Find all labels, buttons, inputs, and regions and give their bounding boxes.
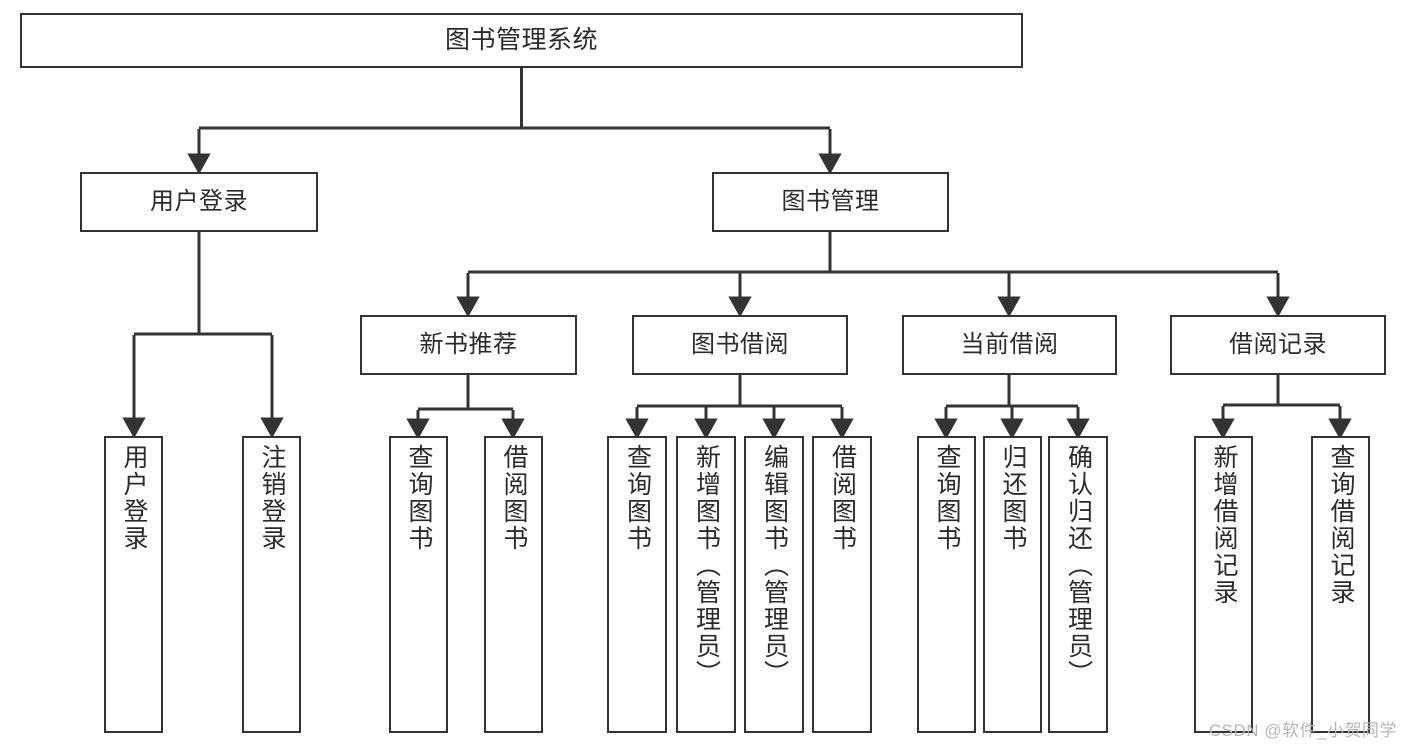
node-borrow-record-label: 借阅记录	[1229, 331, 1327, 359]
node-current-borrow[interactable]: 当前借阅	[902, 315, 1117, 375]
node-leaf-logout[interactable]: 注销登录	[242, 436, 301, 733]
node-leaf-query-book-current-label: 查询图书	[933, 444, 961, 552]
node-leaf-borrow-book[interactable]: 借阅图书	[812, 436, 872, 733]
node-leaf-return-book[interactable]: 归还图书	[983, 436, 1042, 733]
node-leaf-query-book-current[interactable]: 查询图书	[917, 436, 976, 733]
node-leaf-query-book-recommend-label: 查询图书	[405, 444, 433, 552]
node-current-borrow-label: 当前借阅	[960, 331, 1059, 359]
node-user-login[interactable]: 用户登录	[80, 172, 318, 232]
node-leaf-add-book[interactable]: 新增图书（管理员）	[676, 436, 736, 733]
node-leaf-query-book-recommend[interactable]: 查询图书	[389, 436, 448, 733]
node-leaf-borrow-book-recommend-label: 借阅图书	[500, 444, 528, 552]
node-book-management[interactable]: 图书管理	[712, 172, 949, 232]
node-leaf-query-book-borrow-label: 查询图书	[623, 444, 652, 552]
node-leaf-edit-book[interactable]: 编辑图书（管理员）	[744, 436, 804, 733]
node-leaf-edit-book-label: 编辑图书（管理员）	[760, 444, 789, 687]
node-root-label: 图书管理系统	[444, 26, 598, 55]
node-user-login-label: 用户登录	[150, 188, 248, 216]
node-leaf-add-book-label: 新增图书（管理员）	[692, 444, 721, 687]
node-leaf-logout-label: 注销登录	[258, 444, 286, 552]
node-leaf-confirm-return-label: 确认归还（管理员）	[1064, 444, 1093, 687]
node-new-book-recommend[interactable]: 新书推荐	[360, 315, 577, 375]
node-leaf-query-borrow-record[interactable]: 查询借阅记录	[1311, 436, 1370, 733]
csdn-watermark: CSDN @软件_小贺同学	[1208, 721, 1397, 740]
node-leaf-add-borrow-record-label: 新增借阅记录	[1210, 444, 1238, 606]
node-leaf-query-borrow-record-label: 查询借阅记录	[1327, 444, 1355, 606]
node-borrow-record[interactable]: 借阅记录	[1170, 315, 1386, 375]
node-leaf-query-book-borrow[interactable]: 查询图书	[607, 436, 667, 733]
node-book-borrow[interactable]: 图书借阅	[632, 315, 848, 375]
node-leaf-add-borrow-record[interactable]: 新增借阅记录	[1194, 436, 1253, 733]
node-book-management-label: 图书管理	[781, 188, 880, 216]
node-leaf-confirm-return[interactable]: 确认归还（管理员）	[1048, 436, 1108, 733]
node-book-borrow-label: 图书借阅	[691, 331, 789, 359]
node-leaf-user-login[interactable]: 用户登录	[104, 436, 163, 733]
node-leaf-borrow-book-label: 借阅图书	[828, 444, 857, 552]
node-new-book-recommend-label: 新书推荐	[419, 331, 518, 359]
node-root[interactable]: 图书管理系统	[20, 13, 1023, 68]
node-leaf-borrow-book-recommend[interactable]: 借阅图书	[484, 436, 543, 733]
node-leaf-user-login-label: 用户登录	[120, 444, 148, 552]
node-leaf-return-book-label: 归还图书	[999, 444, 1027, 552]
